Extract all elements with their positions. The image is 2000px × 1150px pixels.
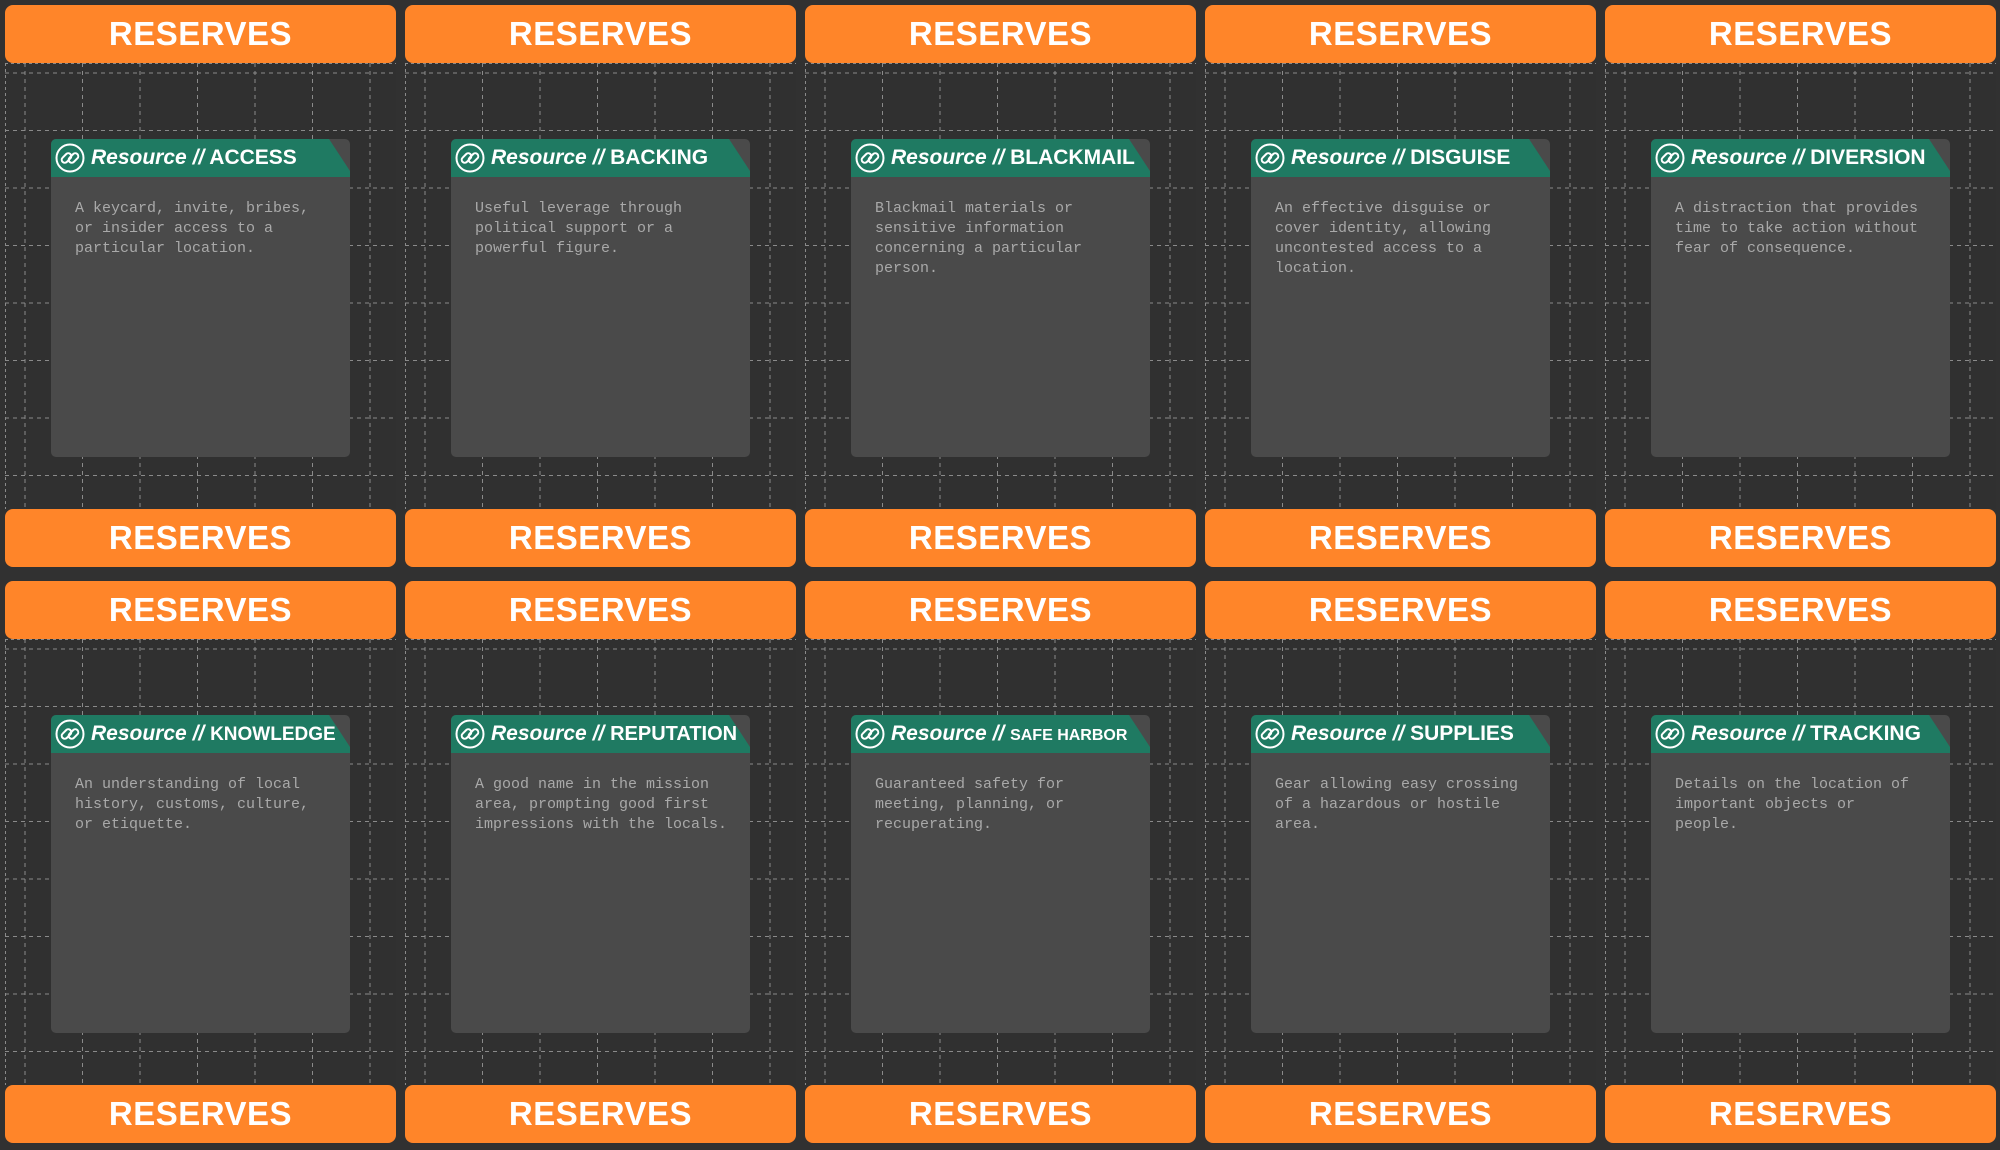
reserves-banner-top: RESERVES: [405, 581, 796, 639]
card-description: A keycard, invite, bribes, or insider ac…: [75, 200, 310, 257]
card-title: Resource // REPUTATION: [491, 722, 738, 745]
card-header: Resource // TRACKING: [1651, 715, 1950, 753]
reserves-banner-top: RESERVES: [1605, 581, 1996, 639]
resource-card[interactable]: Resource // SUPPLIES Gear allowing easy …: [1251, 715, 1550, 1033]
card-description: A good name in the mission area, prompti…: [475, 776, 728, 833]
chain-link-icon: [1655, 143, 1685, 173]
card-title: Resource // ACCESS: [91, 146, 297, 169]
card-description: Useful leverage through political suppor…: [475, 200, 683, 257]
card-title: Resource // KNOWLEDGE: [91, 722, 336, 745]
resource-panel-reputation: RESERVES Resource // REPUTATION A good n…: [405, 581, 796, 1145]
resource-panel-blackmail: RESERVES Resource // BLACKMAIL Blackmail…: [805, 5, 1196, 569]
chain-link-icon: [455, 719, 485, 749]
card-header: Resource // SAFE HARBOR: [851, 715, 1150, 753]
reserves-banner-top: RESERVES: [5, 581, 396, 639]
card-header: Resource // ACCESS: [51, 139, 350, 177]
reserves-banner-bottom: RESERVES: [1205, 1085, 1596, 1143]
card-title: Resource // SUPPLIES: [1291, 722, 1514, 745]
reserves-banner-bottom: RESERVES: [1205, 509, 1596, 567]
resource-panel-supplies: RESERVES Resource // SUPPLIES Gear allow…: [1205, 581, 1596, 1145]
reserves-banner-bottom: RESERVES: [5, 1085, 396, 1143]
card-title: Resource // DISGUISE: [1291, 146, 1511, 169]
card-title: Resource // BLACKMAIL: [891, 146, 1135, 169]
card-header: Resource // BACKING: [451, 139, 750, 177]
card-header: Resource // REPUTATION: [451, 715, 750, 753]
resource-panel-tracking: RESERVES Resource // TRACKING Details on…: [1605, 581, 1996, 1145]
resource-card[interactable]: Resource // DIVERSION A distraction that…: [1651, 139, 1950, 457]
reserves-banner-top: RESERVES: [1205, 5, 1596, 63]
resource-card[interactable]: Resource // ACCESS A keycard, invite, br…: [51, 139, 350, 457]
card-description: Gear allowing easy crossing of a hazardo…: [1275, 776, 1519, 833]
card-header: Resource // DISGUISE: [1251, 139, 1550, 177]
reserves-banner-bottom: RESERVES: [405, 1085, 796, 1143]
card-header: Resource // KNOWLEDGE: [51, 715, 350, 753]
card-title: Resource // SAFE HARBOR: [891, 722, 1128, 745]
reserves-banner-bottom: RESERVES: [1605, 1085, 1996, 1143]
card-description: An effective disguise or cover identity,…: [1275, 200, 1492, 277]
card-description: A distraction that provides time to take…: [1675, 200, 1919, 257]
resource-panel-safe-harbor: RESERVES Resource // SAFE HARBOR Guarant…: [805, 581, 1196, 1145]
resource-panel-knowledge: RESERVES Resource // KNOWLEDGE An unders…: [5, 581, 396, 1145]
chain-link-icon: [455, 143, 485, 173]
card-title: Resource // TRACKING: [1691, 722, 1921, 745]
card-header: Resource // SUPPLIES: [1251, 715, 1550, 753]
resource-panel-backing: RESERVES Resource // BACKING Useful leve…: [405, 5, 796, 569]
chain-link-icon: [1255, 143, 1285, 173]
reserves-banner-top: RESERVES: [805, 5, 1196, 63]
resource-card[interactable]: Resource // TRACKING Details on the loca…: [1651, 715, 1950, 1033]
card-header: Resource // BLACKMAIL: [851, 139, 1150, 177]
card-description: Details on the location of important obj…: [1675, 776, 1910, 833]
reserves-banner-top: RESERVES: [805, 581, 1196, 639]
resource-card[interactable]: Resource // DISGUISE An effective disgui…: [1251, 139, 1550, 457]
card-description: Blackmail materials or sensitive informa…: [875, 200, 1083, 277]
reserves-banner-bottom: RESERVES: [1605, 509, 1996, 567]
reserves-banner-top: RESERVES: [5, 5, 396, 63]
card-title: Resource // DIVERSION: [1691, 146, 1926, 169]
resource-panel-disguise: RESERVES Resource // DISGUISE An effecti…: [1205, 5, 1596, 569]
resource-card[interactable]: Resource // BLACKMAIL Blackmail material…: [851, 139, 1150, 457]
chain-link-icon: [1655, 719, 1685, 749]
reserves-banner-bottom: RESERVES: [805, 1085, 1196, 1143]
resource-card[interactable]: Resource // KNOWLEDGE An understanding o…: [51, 715, 350, 1033]
card-description: Guaranteed safety for meeting, planning,…: [875, 776, 1065, 833]
resource-card[interactable]: Resource // SAFE HARBOR Guaranteed safet…: [851, 715, 1150, 1033]
resource-card[interactable]: Resource // REPUTATION A good name in th…: [451, 715, 750, 1033]
chain-link-icon: [855, 719, 885, 749]
reserves-banner-top: RESERVES: [1605, 5, 1996, 63]
reserves-banner-top: RESERVES: [1205, 581, 1596, 639]
chain-link-icon: [1255, 719, 1285, 749]
reserves-banner-bottom: RESERVES: [5, 509, 396, 567]
reserves-banner-top: RESERVES: [405, 5, 796, 63]
reserves-banner-bottom: RESERVES: [805, 509, 1196, 567]
card-header: Resource // DIVERSION: [1651, 139, 1950, 177]
chain-link-icon: [855, 143, 885, 173]
resource-panel-access: RESERVES Resource // ACCESS A keycard, i…: [5, 5, 396, 569]
chain-link-icon: [55, 719, 85, 749]
card-title: Resource // BACKING: [491, 146, 709, 169]
reserves-banner-bottom: RESERVES: [405, 509, 796, 567]
resource-panel-diversion: RESERVES Resource // DIVERSION A distrac…: [1605, 5, 1996, 569]
resource-card[interactable]: Resource // BACKING Useful leverage thro…: [451, 139, 750, 457]
card-description: An understanding of local history, custo…: [75, 776, 310, 833]
chain-link-icon: [55, 143, 85, 173]
